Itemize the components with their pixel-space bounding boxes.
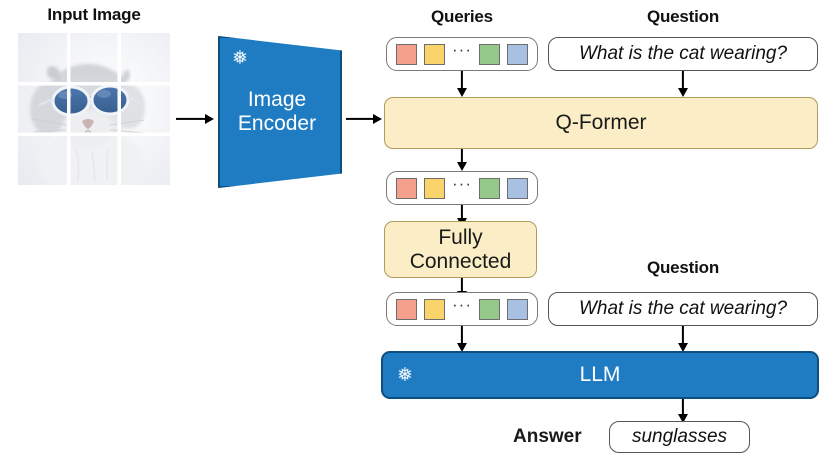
llm-block[interactable]: ❅ LLM	[381, 351, 819, 399]
fully-connected-label: Fully Connected	[410, 226, 512, 273]
output-token-blue	[506, 177, 528, 199]
queries-token-row[interactable]: ···	[386, 37, 538, 71]
arrow-llm-to-answer	[676, 399, 690, 423]
query-token-red	[396, 43, 417, 65]
q-former-label: Q-Former	[555, 111, 647, 135]
question-heading-top: Question	[646, 7, 720, 26]
arrow-qformer-to-tokens	[455, 149, 469, 171]
snowflake-icon: ❅	[397, 365, 413, 386]
arrow-queries-to-qformer	[455, 71, 469, 97]
question-box-top[interactable]: What is the cat wearing?	[548, 37, 818, 71]
output-token-yellow	[424, 177, 445, 199]
output-token-red	[396, 177, 417, 199]
input-image-thumbnail	[18, 33, 170, 185]
arrow-image-to-encoder	[176, 112, 214, 126]
fully-connected-label-line2: Connected	[409, 249, 512, 273]
projected-token-yellow	[424, 298, 445, 320]
answer-box[interactable]: sunglasses	[609, 421, 750, 453]
llm-label: LLM	[579, 363, 621, 387]
input-image-heading: Input Image	[47, 5, 141, 24]
queries-heading: Queries	[431, 7, 493, 26]
image-encoder-shape	[218, 36, 342, 188]
query-token-yellow	[424, 43, 445, 65]
answer-label: Answer	[513, 426, 582, 447]
projected-token-red	[396, 298, 417, 320]
q-former-block[interactable]: Q-Former	[384, 97, 818, 149]
question-box-bottom[interactable]: What is the cat wearing?	[548, 292, 818, 326]
question-text-top: What is the cat wearing?	[578, 43, 788, 64]
qformer-output-token-row[interactable]: ···	[386, 171, 538, 205]
arrow-tokens-to-llm	[455, 326, 469, 352]
answer-value: sunglasses	[631, 426, 728, 447]
arrow-question-to-llm	[676, 326, 690, 352]
patch-grid-overlay	[18, 33, 170, 185]
image-encoder-label-line2: Encoder	[237, 112, 317, 135]
image-encoder-label: Image Encoder	[218, 88, 336, 136]
question-text-bottom: What is the cat wearing?	[578, 298, 788, 319]
arrow-question-to-qformer	[676, 71, 690, 97]
projected-token-row[interactable]: ···	[386, 292, 538, 326]
token-ellipsis: ···	[452, 174, 472, 194]
token-ellipsis: ···	[452, 295, 472, 315]
question-heading-bottom: Question	[646, 258, 720, 277]
token-ellipsis: ···	[452, 40, 472, 60]
output-token-green	[478, 177, 500, 199]
fully-connected-label-line1: Fully	[438, 225, 483, 249]
projected-token-blue	[506, 298, 528, 320]
query-token-blue	[506, 43, 528, 65]
image-encoder-block[interactable]: ❅ Image Encoder	[218, 36, 342, 188]
projected-token-green	[478, 298, 500, 320]
arrow-encoder-to-qformer	[346, 112, 382, 126]
snowflake-icon: ❅	[232, 48, 248, 69]
query-token-green	[478, 43, 500, 65]
fully-connected-block[interactable]: Fully Connected	[384, 221, 537, 278]
image-encoder-label-line1: Image	[247, 87, 307, 111]
